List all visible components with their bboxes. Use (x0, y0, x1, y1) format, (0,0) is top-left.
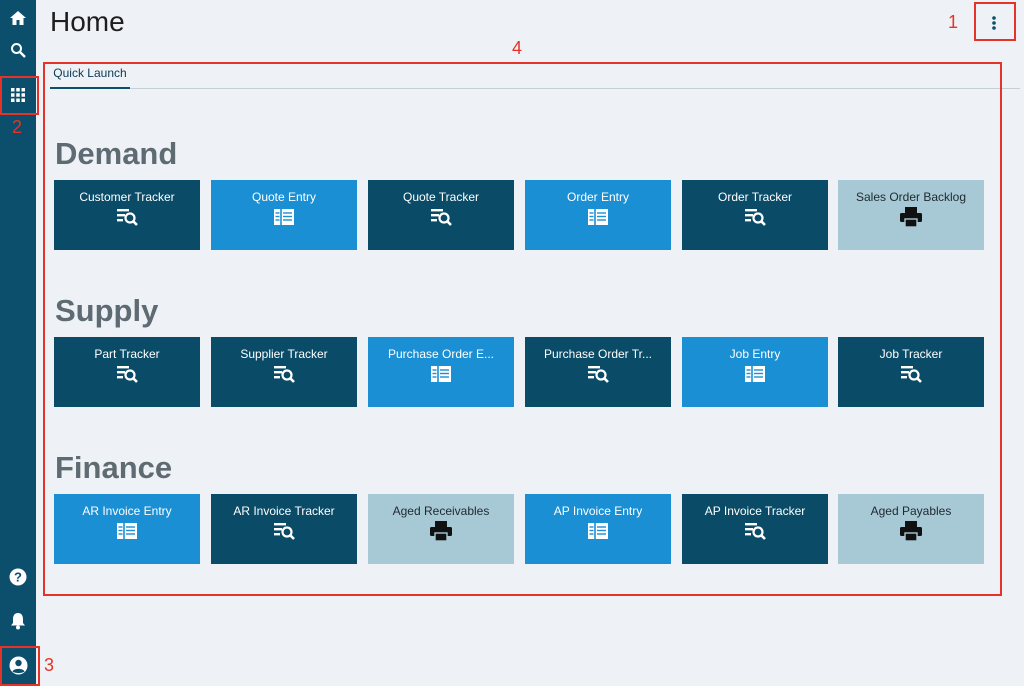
tracker-icon (368, 206, 514, 228)
tracker-icon (54, 363, 200, 385)
tile-ar-invoice-entry[interactable]: AR Invoice Entry (54, 494, 200, 564)
tile-order-tracker[interactable]: Order Tracker (682, 180, 828, 250)
entry-icon (525, 520, 671, 542)
annotation-box-4 (43, 62, 1002, 596)
search-icon (11, 43, 26, 58)
annotation-label-4: 4 (512, 38, 523, 58)
tile-ar-invoice-tracker[interactable]: AR Invoice Tracker (211, 494, 357, 564)
printer-icon (838, 206, 984, 228)
search-button[interactable] (0, 32, 36, 68)
page-title: Home (50, 6, 125, 37)
tile-part-tracker[interactable]: Part Tracker (54, 337, 200, 407)
tile-sales-order-backlog[interactable]: Sales Order Backlog (838, 180, 984, 250)
home-icon (10, 11, 26, 25)
tile-ap-invoice-entry[interactable]: AP Invoice Entry (525, 494, 671, 564)
tracker-icon (54, 206, 200, 228)
printer-icon (368, 520, 514, 542)
tile-ap-invoice-tracker[interactable]: AP Invoice Tracker (682, 494, 828, 564)
annotation-label-1: 1 (948, 12, 959, 32)
tile-quote-entry[interactable]: Quote Entry (211, 180, 357, 250)
section-title-supply: Supply (55, 293, 159, 328)
help-button[interactable]: ? (0, 559, 36, 595)
apps-button[interactable] (0, 77, 36, 113)
tile-job-entry[interactable]: Job Entry (682, 337, 828, 407)
entry-icon (525, 206, 671, 228)
notifications-button[interactable] (0, 603, 36, 639)
tracker-icon (838, 363, 984, 385)
kebab-icon (992, 16, 996, 30)
grid-icon (11, 88, 25, 102)
bell-icon (11, 613, 25, 630)
entry-icon (682, 363, 828, 385)
annotation-box-1 (974, 2, 1016, 41)
tile-order-entry[interactable]: Order Entry (525, 180, 671, 250)
tracker-icon (525, 363, 671, 385)
tracker-icon (682, 520, 828, 542)
more-options-button[interactable] (978, 8, 1010, 38)
user-icon (9, 656, 27, 674)
tile-job-tracker[interactable]: Job Tracker (838, 337, 984, 407)
tile-purchase-order-e[interactable]: Purchase Order E... (368, 337, 514, 407)
tile-quote-tracker[interactable]: Quote Tracker (368, 180, 514, 250)
tile-supplier-tracker[interactable]: Supplier Tracker (211, 337, 357, 407)
tile-aged-payables[interactable]: Aged Payables (838, 494, 984, 564)
tracker-icon (682, 206, 828, 228)
section-title-finance: Finance (55, 450, 173, 485)
annotation-box-3 (0, 646, 40, 686)
tab-quick-launch[interactable]: Quick Launch (50, 62, 130, 89)
tile-customer-tracker[interactable]: Customer Tracker (54, 180, 200, 250)
tracker-icon (211, 363, 357, 385)
tab-bar: Quick Launch (50, 62, 1020, 89)
annotation-label-3: 3 (44, 655, 55, 675)
entry-icon (54, 520, 200, 542)
entry-icon (211, 206, 357, 228)
tile-purchase-order-tr[interactable]: Purchase Order Tr... (525, 337, 671, 407)
home-button[interactable] (0, 0, 36, 36)
annotation-box-2 (0, 76, 39, 115)
help-icon: ? (9, 568, 27, 586)
annotation-label-2: 2 (12, 117, 23, 137)
tracker-icon (211, 520, 357, 542)
printer-icon (838, 520, 984, 542)
tile-aged-receivables[interactable]: Aged Receivables (368, 494, 514, 564)
svg-text:?: ? (14, 570, 22, 585)
section-title-demand: Demand (55, 136, 178, 171)
account-button[interactable] (0, 647, 36, 683)
entry-icon (368, 363, 514, 385)
